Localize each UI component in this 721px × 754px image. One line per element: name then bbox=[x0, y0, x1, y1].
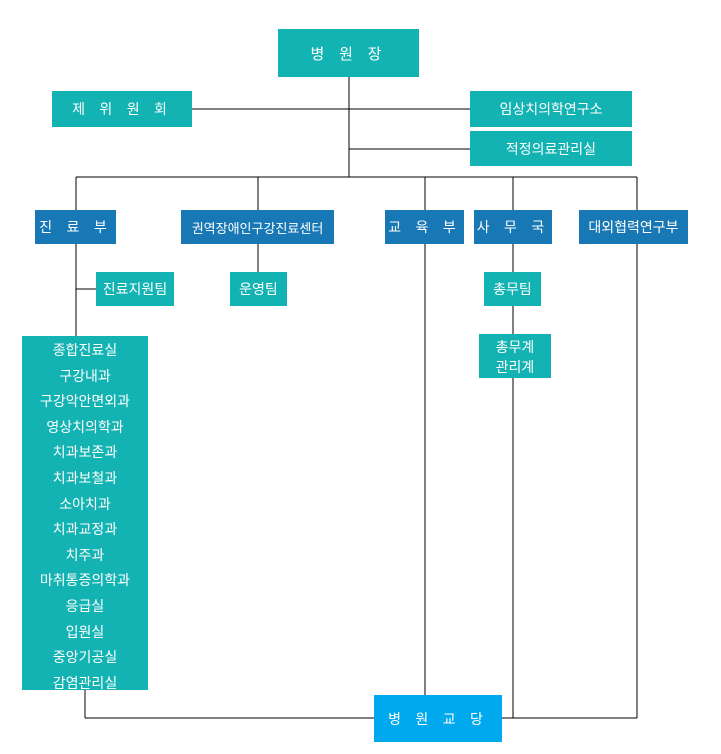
operations-team-box: 운영팀 bbox=[230, 272, 287, 306]
union-box: 병 원 교 당 bbox=[374, 695, 502, 742]
clinic-item: 입원실 bbox=[65, 624, 105, 641]
clinic-item: 소아치과 bbox=[59, 496, 111, 513]
research-institute-box: 임상치의학연구소 bbox=[470, 91, 632, 127]
dept-education-box: 교 육 부 bbox=[385, 210, 464, 244]
clinic-item: 치과교정과 bbox=[52, 522, 118, 539]
dept-external-box: 대외협력연구부 bbox=[579, 210, 688, 244]
clinic-item: 응급실 bbox=[65, 598, 105, 615]
qi-office-box: 적정의료관리실 bbox=[470, 131, 632, 166]
clinic-list: 종합진료실 구강내과 구강악안면외과 영상치의학과 치과보존과 치과보철과 소아… bbox=[22, 336, 148, 692]
clinic-item: 치과보존과 bbox=[52, 445, 118, 462]
clinical-support-team-box: 진료지원팀 bbox=[96, 272, 174, 306]
admin-sections-box: 총무계 관리계 bbox=[479, 334, 551, 378]
clinic-item: 영상치의학과 bbox=[46, 419, 124, 436]
section-management: 관리계 bbox=[495, 360, 535, 376]
clinic-item: 치과보철과 bbox=[52, 470, 118, 487]
director-box: 병 원 장 bbox=[278, 29, 419, 77]
clinic-item: 치주과 bbox=[65, 547, 105, 564]
clinic-item: 마취통증의학과 bbox=[39, 573, 131, 590]
committee-box: 제 위 원 회 bbox=[52, 91, 192, 127]
clinic-item: 중앙기공실 bbox=[52, 650, 118, 667]
dept-admin-box: 사 무 국 bbox=[474, 210, 552, 244]
dept-clinical-box: 진 료 부 bbox=[35, 210, 116, 244]
dept-regional-center-box: 권역장애인구강진료센터 bbox=[181, 210, 334, 244]
clinic-item: 종합진료실 bbox=[52, 343, 118, 359]
clinic-item: 감염관리실 bbox=[52, 675, 118, 692]
clinic-item: 구강악안면외과 bbox=[39, 394, 131, 411]
general-affairs-team-box: 총무팀 bbox=[484, 272, 541, 306]
section-general-affairs: 총무계 bbox=[495, 340, 535, 356]
clinic-item: 구강내과 bbox=[59, 368, 111, 385]
